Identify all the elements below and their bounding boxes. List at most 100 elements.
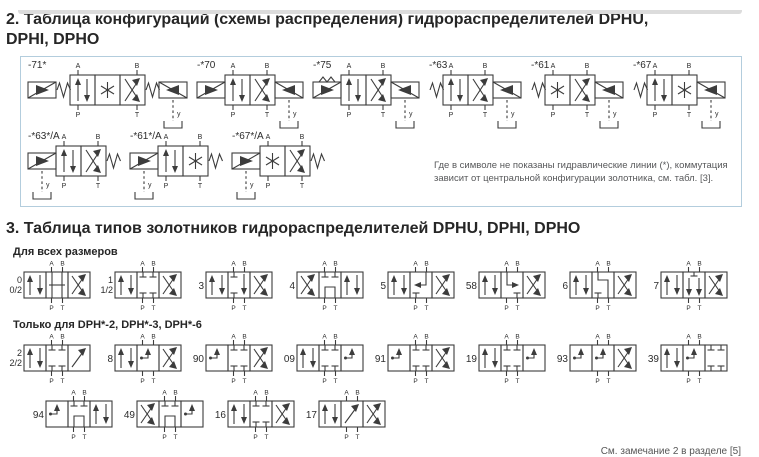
- svg-text:P: P: [49, 378, 53, 385]
- svg-text:B: B: [60, 260, 64, 267]
- section3-heading: 3. Таблица типов золотников гидрораспред…: [6, 220, 581, 238]
- svg-text:8: 8: [107, 354, 113, 365]
- svg-text:A: A: [595, 260, 600, 267]
- svg-text:3: 3: [198, 281, 204, 292]
- svg-text:P: P: [62, 183, 67, 190]
- svg-text:B: B: [151, 260, 155, 267]
- svg-text:y: y: [293, 111, 297, 118]
- svg-text:B: B: [381, 63, 386, 70]
- svg-text:A: A: [686, 333, 691, 340]
- svg-text:P: P: [76, 112, 81, 119]
- svg-text:-*61: -*61: [531, 60, 550, 71]
- svg-text:0/2: 0/2: [9, 285, 22, 295]
- svg-text:T: T: [334, 378, 338, 385]
- svg-text:B: B: [82, 389, 86, 396]
- svg-text:-*67*/A: -*67*/A: [232, 131, 264, 142]
- svg-text:T: T: [265, 434, 269, 441]
- svg-text:A: A: [164, 134, 169, 141]
- svg-text:A: A: [504, 333, 509, 340]
- svg-text:-*75: -*75: [313, 60, 332, 71]
- all-sizes-subheading: Для всех размеров: [13, 245, 118, 258]
- svg-text:P: P: [413, 378, 417, 385]
- svg-text:A: A: [266, 134, 271, 141]
- svg-text:T: T: [243, 378, 247, 385]
- svg-text:P: P: [344, 434, 348, 441]
- datasheet-page: { "colors": { "line": "#3c3c3c", "panel_…: [0, 10, 759, 457]
- svg-text:A: A: [62, 134, 67, 141]
- svg-text:T: T: [381, 112, 386, 119]
- svg-text:-*70: -*70: [197, 60, 216, 71]
- svg-text:P: P: [71, 434, 75, 441]
- svg-text:A: A: [162, 389, 167, 396]
- svg-text:T: T: [607, 305, 611, 312]
- svg-text:T: T: [585, 112, 590, 119]
- svg-text:B: B: [151, 333, 155, 340]
- svg-text:5: 5: [380, 281, 386, 292]
- svg-text:A: A: [253, 389, 258, 396]
- svg-text:T: T: [61, 305, 65, 312]
- svg-text:T: T: [425, 305, 429, 312]
- svg-text:A: A: [49, 333, 54, 340]
- svg-text:B: B: [515, 333, 519, 340]
- svg-text:P: P: [504, 378, 508, 385]
- svg-text:B: B: [333, 333, 337, 340]
- svg-text:91: 91: [375, 354, 387, 365]
- svg-text:-*63: -*63: [429, 60, 448, 71]
- svg-text:A: A: [231, 333, 236, 340]
- svg-text:P: P: [686, 305, 690, 312]
- svg-text:17: 17: [306, 410, 318, 421]
- svg-text:B: B: [173, 389, 177, 396]
- svg-text:93: 93: [557, 354, 569, 365]
- svg-text:T: T: [425, 378, 429, 385]
- svg-text:09: 09: [284, 354, 296, 365]
- svg-text:B: B: [697, 333, 701, 340]
- svg-text:P: P: [595, 378, 599, 385]
- svg-text:4: 4: [289, 281, 295, 292]
- svg-text:T: T: [356, 434, 360, 441]
- svg-text:B: B: [135, 63, 140, 70]
- svg-text:T: T: [698, 378, 702, 385]
- svg-text:A: A: [231, 260, 236, 267]
- svg-text:P: P: [231, 378, 235, 385]
- svg-text:T: T: [516, 305, 520, 312]
- svg-text:6: 6: [562, 281, 568, 292]
- svg-text:y: y: [511, 111, 515, 118]
- svg-text:A: A: [686, 260, 691, 267]
- svg-text:A: A: [653, 63, 658, 70]
- svg-text:A: A: [413, 260, 418, 267]
- svg-text:B: B: [515, 260, 519, 267]
- svg-text:B: B: [355, 389, 359, 396]
- svg-text:T: T: [152, 378, 156, 385]
- svg-text:90: 90: [193, 354, 205, 365]
- svg-text:0: 0: [17, 275, 22, 285]
- svg-text:A: A: [347, 63, 352, 70]
- svg-text:A: A: [322, 333, 327, 340]
- svg-text:B: B: [585, 63, 590, 70]
- svg-text:y: y: [409, 111, 413, 118]
- svg-text:P: P: [449, 112, 454, 119]
- svg-text:T: T: [607, 378, 611, 385]
- svg-text:B: B: [424, 333, 428, 340]
- section2-heading-line1: 2. Таблица конфигураций (схемы распредел…: [6, 11, 649, 28]
